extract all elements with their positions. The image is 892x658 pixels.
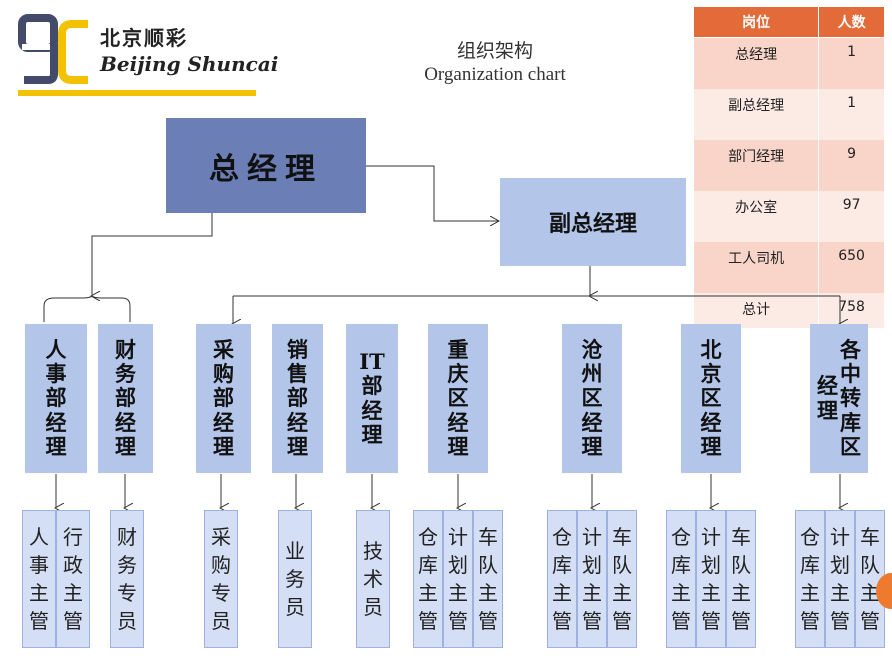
sub-role-box: 技术员 — [356, 510, 390, 648]
sub-role-label: 车队主管 — [860, 525, 880, 633]
sub-role-box: 计划主管 — [825, 510, 855, 648]
sub-role-box: 车队主管 — [607, 510, 637, 648]
sub-role-label: 仓库主管 — [800, 525, 820, 633]
sub-role-box: 业务员 — [278, 510, 312, 648]
department-label: 各中转库区 — [840, 337, 861, 459]
department-label: 财务部经理 — [115, 337, 136, 459]
stats-count: 9 — [818, 140, 885, 191]
sub-role-label: 行政主管 — [63, 525, 83, 633]
stats-position: 总计 — [692, 293, 820, 328]
stats-header-row: 岗位 人数 — [692, 6, 885, 38]
department-box: 沧州区经理 — [562, 324, 622, 473]
department-label: 沧州区经理 — [581, 337, 603, 459]
sub-role-box: 采购专员 — [204, 510, 238, 648]
stats-position: 部门经理 — [692, 140, 820, 191]
department-box: 销售部经理 — [272, 324, 323, 473]
sub-role-box: 计划主管 — [577, 510, 607, 648]
stats-count: 1 — [818, 89, 885, 140]
sub-role-box: 财务专员 — [110, 510, 144, 648]
sub-role-box: 计划主管 — [443, 510, 473, 648]
sub-role-label: 仓库主管 — [418, 525, 438, 633]
logo-mark-icon — [18, 14, 88, 84]
sub-role-label: 仓库主管 — [671, 525, 691, 633]
stats-header-position: 岗位 — [692, 6, 820, 38]
sub-role-label: 计划主管 — [701, 525, 721, 633]
logo-underline-bar — [18, 90, 256, 96]
chart-title-english: Organization chart — [424, 64, 566, 85]
stats-position: 总经理 — [692, 37, 820, 89]
stats-position: 办公室 — [692, 191, 820, 242]
deputy-manager-box: 副总经理 — [500, 178, 686, 266]
stats-position: 副总经理 — [692, 89, 820, 140]
company-logo — [18, 14, 258, 98]
department-label: 重庆区经理 — [447, 337, 469, 459]
sub-role-label: 计划主管 — [448, 525, 468, 633]
sub-role-label: 车队主管 — [478, 525, 498, 633]
sub-role-label: 仓库主管 — [552, 525, 572, 633]
stats-header-count: 人数 — [818, 6, 885, 38]
stats-count: 1 — [818, 37, 885, 89]
department-label: 销售部经理 — [287, 337, 308, 459]
sub-role-label: 财务专员 — [117, 525, 137, 633]
sub-role-label: 车队主管 — [731, 525, 751, 633]
sub-role-box: 行政主管 — [56, 510, 90, 648]
logo-english-name: Beijing Shuncai — [100, 52, 279, 76]
department-box: 北京区经理 — [681, 324, 741, 473]
orange-circle-icon — [876, 573, 892, 609]
sub-role-box: 仓库主管 — [795, 510, 825, 648]
stats-position: 工人司机 — [692, 242, 820, 293]
department-label: 北京区经理 — [700, 337, 722, 459]
sub-role-label: 采购专员 — [211, 525, 231, 633]
department-label: 人事部经理 — [45, 337, 67, 459]
sub-role-label: 计划主管 — [582, 525, 602, 633]
department-box: 财务部经理 — [98, 324, 153, 473]
stats-count: 758 — [818, 293, 885, 328]
sub-role-box: 人事主管 — [22, 510, 56, 648]
sub-role-box: 计划主管 — [696, 510, 726, 648]
sub-role-label: 计划主管 — [830, 525, 850, 633]
sub-role-label: 技术员 — [363, 539, 383, 619]
department-box: 人事部经理 — [25, 324, 87, 473]
sub-role-box: 车队主管 — [726, 510, 756, 648]
department-box: 采购部经理 — [196, 324, 251, 473]
department-box: 重庆区经理 — [428, 324, 488, 473]
department-label-continued: 经理 — [817, 373, 838, 423]
general-manager-box: 总经理 — [166, 118, 366, 213]
sub-role-box: 仓库主管 — [547, 510, 577, 648]
department-label: 采购部经理 — [213, 337, 234, 459]
sub-role-box: 仓库主管 — [413, 510, 443, 648]
sub-role-label: 车队主管 — [612, 525, 632, 633]
logo-chinese-name: 北京顺彩 — [100, 26, 188, 50]
sub-role-label: 业务员 — [285, 539, 305, 619]
department-box: 各中转库区经理 — [810, 324, 868, 473]
sub-role-label: 人事主管 — [29, 525, 49, 633]
sub-role-box: 仓库主管 — [666, 510, 696, 648]
stats-count: 650 — [818, 242, 885, 293]
sub-role-box: 车队主管 — [473, 510, 503, 648]
chart-title-chinese: 组织架构 — [456, 40, 533, 62]
stats-count: 97 — [818, 191, 885, 242]
